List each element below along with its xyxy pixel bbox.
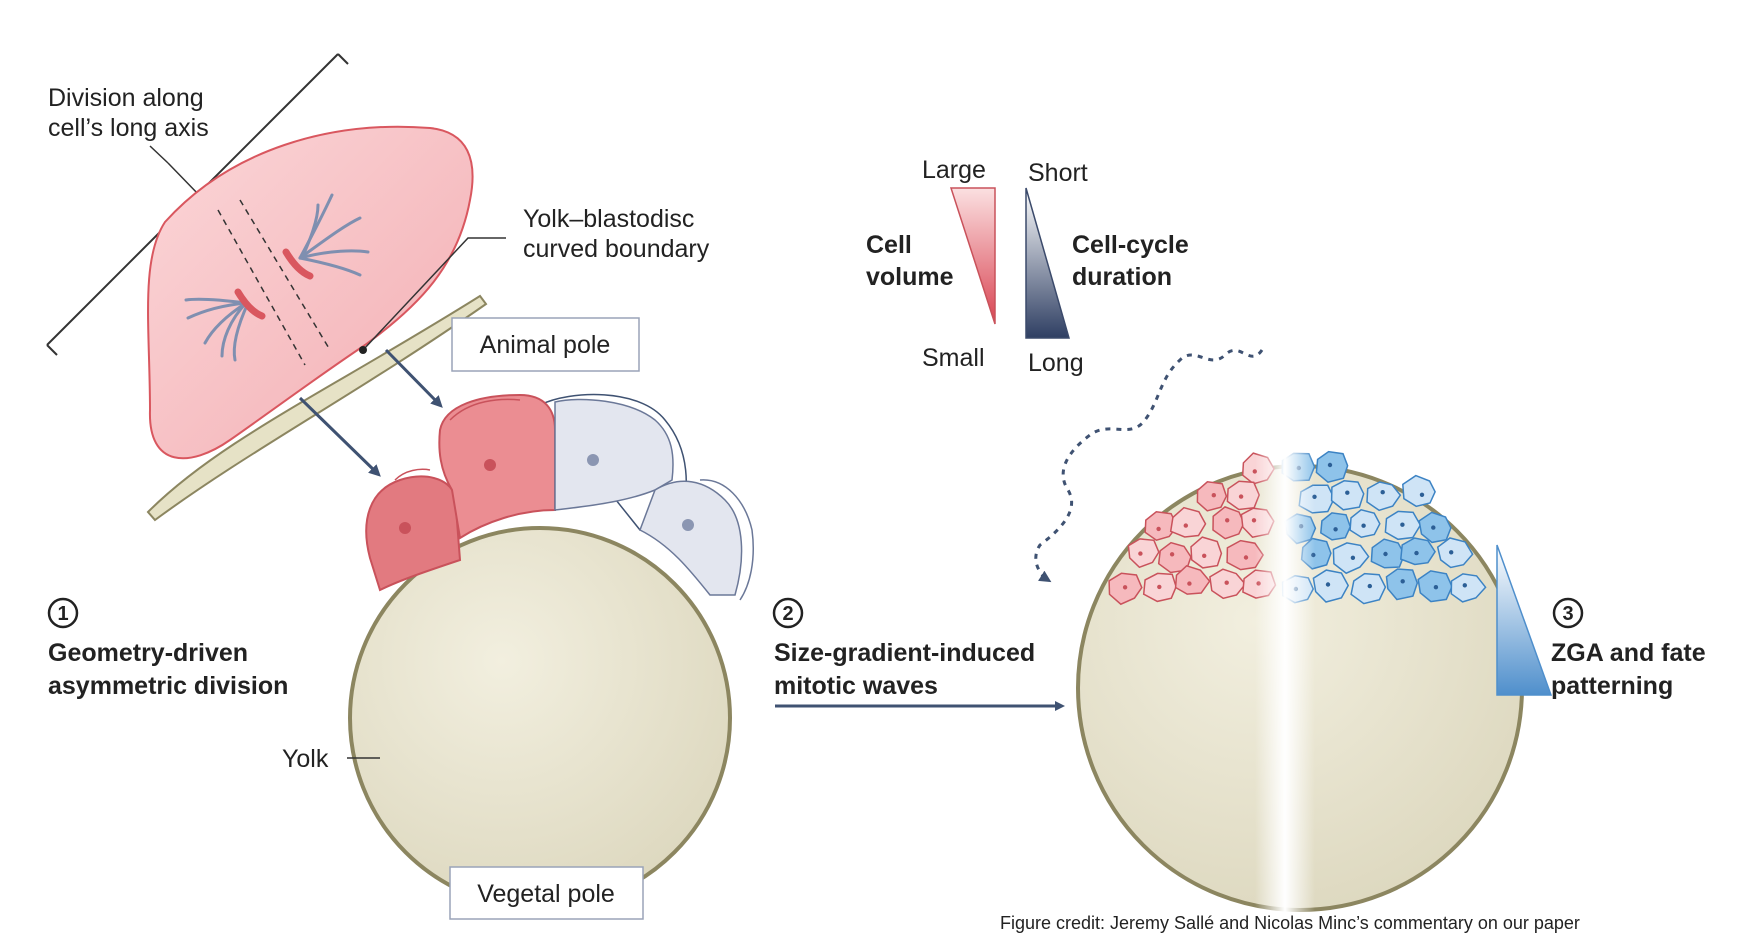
cell-nucleus xyxy=(1325,582,1331,587)
animal-pole-label: Animal pole xyxy=(480,331,611,359)
cell-nucleus xyxy=(1367,583,1373,589)
blue-cell xyxy=(1330,480,1365,511)
step-1-circle xyxy=(47,597,79,629)
step-3-number: 3 xyxy=(1562,603,1573,625)
blue-cell xyxy=(1450,573,1487,603)
cell-nucleus xyxy=(1187,581,1192,586)
cell-nucleus xyxy=(1462,583,1468,588)
red-cell xyxy=(1212,506,1245,540)
vegetal-pole-label: Vegetal pole xyxy=(477,880,615,908)
blue-cell xyxy=(1320,512,1352,541)
yolk-left xyxy=(348,526,732,910)
blue-cell xyxy=(1349,508,1381,538)
arrow-to-embryo-2 xyxy=(384,348,443,408)
arrow-to-embryo-1 xyxy=(298,396,381,477)
yolk-slab xyxy=(146,294,488,522)
cell-nucleus xyxy=(1383,551,1388,557)
red-cell xyxy=(1174,564,1211,595)
cell-volume-wedge xyxy=(949,187,996,325)
boundary-label-line1: Yolk–blastodisc xyxy=(523,205,694,233)
division-label-line2: cell’s long axis xyxy=(48,114,209,142)
blastoderm-left xyxy=(365,393,755,601)
cell-nucleus xyxy=(1243,555,1249,560)
cell-cycle-wedge xyxy=(1025,187,1070,339)
cell-volume-line1: Cell xyxy=(866,231,912,259)
blue-cell xyxy=(1366,481,1402,512)
spindle-upper xyxy=(298,193,370,277)
step-3-circle xyxy=(1552,597,1584,629)
division-plane xyxy=(217,199,331,366)
step-2-number: 2 xyxy=(782,603,793,625)
cell-nucleus xyxy=(1361,523,1366,528)
cell-cycle-line2: duration xyxy=(1072,263,1172,291)
cell-nucleus xyxy=(1380,490,1385,495)
step-2-circle xyxy=(772,597,804,629)
cell-nucleus xyxy=(1202,553,1207,558)
step-3-line1: ZGA and fate xyxy=(1551,639,1706,667)
step-1-line1: Geometry-driven xyxy=(48,639,248,667)
cell-nucleus xyxy=(1169,552,1175,557)
animal-pole-box xyxy=(451,317,640,372)
step-3-line2: patterning xyxy=(1551,672,1673,700)
cell-cycle-line1: Cell-cycle xyxy=(1072,231,1189,259)
short-label: Short xyxy=(1028,159,1088,187)
cell-nucleus xyxy=(1183,523,1189,528)
cell-nucleus xyxy=(1138,551,1143,556)
wavy-dotted-arrow xyxy=(1034,348,1264,583)
blue-cell xyxy=(1315,450,1349,484)
cell-nucleus xyxy=(1225,518,1230,523)
figure-credit: Figure credit: Jeremy Sallé and Nicolas … xyxy=(1000,913,1580,933)
cell-nucleus xyxy=(1433,585,1439,590)
blue-cell xyxy=(1370,538,1406,569)
spindle-lower xyxy=(184,297,250,362)
cell-nucleus xyxy=(1449,550,1454,555)
blue-cell xyxy=(1385,568,1419,601)
cell-nucleus xyxy=(1333,527,1338,532)
cell-cluster-red xyxy=(1108,452,1277,606)
large-label: Large xyxy=(922,156,986,184)
fade-band xyxy=(1255,400,1315,920)
cell-nucleus xyxy=(1345,490,1350,495)
red-cell xyxy=(1226,539,1264,571)
cell-nucleus xyxy=(1350,555,1356,560)
step-2-line1: Size-gradient-induced xyxy=(774,639,1035,667)
red-cell xyxy=(1169,506,1207,538)
cell-nucleus xyxy=(1156,526,1161,532)
red-cell xyxy=(1144,511,1179,542)
step-1-number: 1 xyxy=(57,603,68,625)
blue-cell xyxy=(1399,537,1436,566)
cell-nucleus xyxy=(1157,584,1162,590)
cell-nucleus xyxy=(1419,492,1425,497)
red-cell xyxy=(1190,536,1223,569)
division-label-line1: Division along xyxy=(48,84,204,112)
cell-nucleus xyxy=(1224,580,1229,585)
cell-nucleus xyxy=(1238,494,1244,499)
step-1-line2: asymmetric division xyxy=(48,672,288,700)
cell-nucleus xyxy=(1400,579,1405,584)
small-label: Small xyxy=(922,344,985,372)
cell-nucleus xyxy=(1414,550,1419,556)
cell-nucleus xyxy=(1431,525,1436,530)
yolk-label: Yolk xyxy=(282,745,329,773)
cell-nucleus xyxy=(1327,462,1333,468)
zga-wedge xyxy=(1496,544,1553,696)
cell-nucleus xyxy=(1400,522,1405,527)
step-2-line2: mitotic waves xyxy=(774,672,938,700)
boundary-label-line2: curved boundary xyxy=(523,235,710,263)
red-cell xyxy=(1127,538,1160,569)
cell-volume-line2: volume xyxy=(866,263,954,291)
cell-nucleus xyxy=(1122,585,1128,590)
blue-cell xyxy=(1436,537,1474,569)
blue-cell xyxy=(1350,572,1387,605)
vegetal-pole-box xyxy=(449,866,644,920)
flat-dividing-cell xyxy=(147,125,474,460)
metaphase-plate-upper xyxy=(282,248,314,280)
red-cell xyxy=(1226,480,1261,511)
metaphase-plate-lower xyxy=(234,288,266,320)
boundary-leader xyxy=(359,237,506,354)
long-label: Long xyxy=(1028,349,1084,377)
blue-cell xyxy=(1402,474,1436,508)
cell-nucleus xyxy=(1211,493,1217,498)
